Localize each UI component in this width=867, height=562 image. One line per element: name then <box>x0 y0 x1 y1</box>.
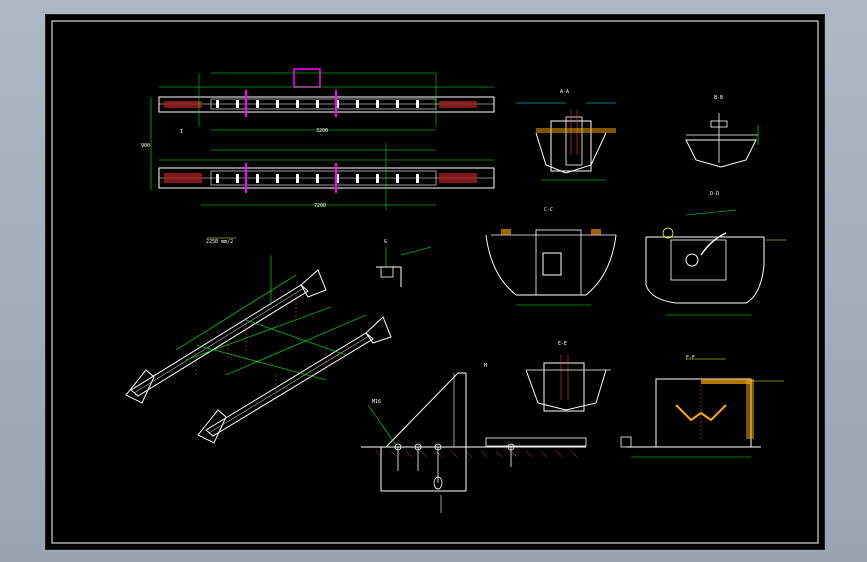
section-d: D-D <box>645 191 786 316</box>
dim-mid-text: 3200 <box>316 128 328 134</box>
section-e: E-E <box>525 341 611 412</box>
isometric-view: 2250 mm/2 <box>125 237 392 444</box>
view-g-label: G <box>384 239 387 245</box>
detail-view-g: G <box>376 239 432 287</box>
section-d-label: D-D <box>710 191 719 197</box>
view-i-label: I <box>180 129 183 135</box>
bolt-label: M16 <box>372 399 381 405</box>
plan-view-bottom <box>158 143 495 210</box>
grid-size-text: 2250 mm/2 <box>206 239 233 245</box>
dim-total-text: 7200 <box>314 203 326 209</box>
view-h-label: H <box>484 363 487 369</box>
section-b-label: B-B <box>714 95 723 101</box>
cad-drawing: 900 7200 3200 2250 mm/2 <box>51 20 819 544</box>
drawing-frame <box>51 20 819 544</box>
drawing-sheet: 900 7200 3200 2250 mm/2 <box>45 14 825 550</box>
plan-view-top <box>150 68 495 190</box>
view-i: I <box>180 129 183 135</box>
section-f: F-F <box>620 355 784 458</box>
section-a-label: A-A <box>560 89 569 95</box>
section-b: B-B <box>685 95 759 168</box>
section-f-label: F-F <box>686 355 695 361</box>
section-e-label: E-E <box>558 341 567 347</box>
elevation-view-h: H M16 <box>361 363 587 513</box>
section-a: A-A <box>516 89 616 181</box>
dim-left-text: 900 <box>141 143 150 149</box>
section-c-label: C-C <box>544 207 553 213</box>
section-c: C-C <box>485 207 617 306</box>
